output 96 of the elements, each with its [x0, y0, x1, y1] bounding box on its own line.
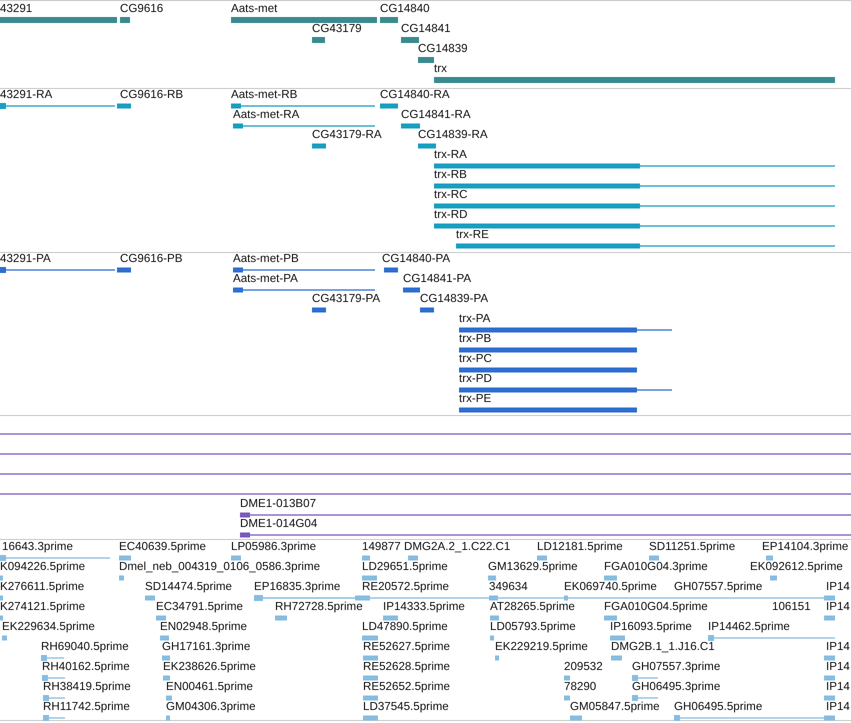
feature-label: CG14839-RA: [418, 128, 488, 142]
feature-label: RE52652.5prime: [363, 680, 450, 694]
feature-label: IP14462.5prime: [708, 620, 790, 634]
feature-label: EP14104.3prime: [762, 540, 848, 554]
feature-label: trx-RB: [434, 168, 467, 182]
feature-label: CG14841-PA: [403, 272, 472, 286]
feature-label: LD12181.5prime: [537, 540, 623, 554]
feature-label: CG14841-RA: [401, 108, 471, 122]
feature-label: CG43179: [312, 22, 362, 36]
feature-label: EP16835.3prime: [254, 580, 340, 594]
feature-label: GH07557.5prime: [674, 580, 762, 594]
feature-label: RH38419.5prime: [43, 680, 131, 694]
feature-label: DMG2B.1_1.J16.C1: [611, 640, 715, 654]
feature-label: RE52628.5prime: [363, 660, 450, 674]
feature-label: CG14840-RA: [380, 88, 450, 102]
feature-label: trx-RC: [434, 188, 468, 202]
feature-label: CG9616-RB: [120, 88, 184, 102]
feature-label: trx-PD: [459, 372, 492, 386]
feature-label: LP05986.3prime: [231, 540, 316, 554]
feature-label: Aats-met: [231, 2, 278, 16]
feature-label: RH72728.5prime: [275, 600, 363, 614]
feature-label: LD29651.5prime: [362, 560, 448, 574]
feature-label: EK238626.5prime: [163, 660, 256, 674]
feature-label: GM13629.5prime: [488, 560, 578, 574]
feature-label: GH06495.5prime: [674, 700, 762, 714]
feature-label: K274121.5prime: [0, 600, 86, 614]
feature-label: GM05847.5prime: [570, 700, 660, 714]
feature-label: CG14839-PA: [420, 292, 488, 306]
feature-label: FGA010G04.3prime: [604, 560, 708, 574]
feature-label: IP16093.5prime: [610, 620, 692, 634]
feature-label: EN00461.5prime: [166, 680, 254, 694]
feature-label: 349634: [489, 580, 528, 594]
feature-label: trx: [434, 62, 447, 76]
feature-label: DME1-014G04: [240, 517, 318, 531]
feature-label: CG43179-RA: [312, 128, 382, 142]
feature-label: CG14841: [401, 22, 451, 36]
feature-label: GH17161.3prime: [162, 640, 250, 654]
feature-label: IP14: [826, 600, 850, 614]
feature-label: 43291: [0, 2, 32, 16]
feature-label: 43291-RA: [0, 88, 52, 102]
feature-label: EN02948.5prime: [160, 620, 248, 634]
feature-label: GH07557.3prime: [632, 660, 720, 674]
feature-label: CG43179-PA: [312, 292, 380, 306]
feature-label: 209532: [564, 660, 603, 674]
feature-label: EK229634.5prime: [2, 620, 95, 634]
feature-label: LD47890.5prime: [362, 620, 448, 634]
feature-label: IP14: [826, 680, 850, 694]
feature-label: CG9616-PB: [120, 252, 183, 266]
feature-label: trx-PC: [459, 352, 492, 366]
feature-label: CG14840: [380, 2, 430, 16]
feature-label: RE52627.5prime: [363, 640, 450, 654]
feature-label: Aats-met-RA: [233, 108, 300, 122]
feature-label: EK229219.5prime: [495, 640, 588, 654]
feature-label: EK069740.5prime: [564, 580, 657, 594]
feature-label: IP14: [826, 700, 850, 714]
feature-label: 43291-PA: [0, 252, 51, 266]
feature-label: IP14: [826, 640, 850, 654]
feature-label: RH40162.5prime: [42, 660, 130, 674]
feature-label: trx-RA: [434, 148, 467, 162]
feature-label: LD05793.5prime: [490, 620, 576, 634]
feature-label: LD37545.5prime: [363, 700, 449, 714]
feature-label: Aats-met-PB: [233, 252, 299, 266]
feature-label: Aats-met-PA: [233, 272, 298, 286]
feature-label: 16643.3prime: [2, 540, 73, 554]
feature-label: 106151: [772, 600, 811, 614]
feature-label: RH69040.5prime: [41, 640, 129, 654]
feature-label: IP14: [826, 580, 850, 594]
feature-label: Aats-met-RB: [231, 88, 298, 102]
feature-label: GM04306.3prime: [166, 700, 256, 714]
feature-label: IP14333.5prime: [383, 600, 465, 614]
feature-label: trx-RD: [434, 208, 468, 222]
feature-label: GH06495.3prime: [632, 680, 720, 694]
feature-label: SD11251.5prime: [649, 540, 736, 554]
feature-label: CG14839: [418, 42, 468, 56]
feature-label: trx-PB: [459, 332, 492, 346]
feature-label: EC40639.5prime: [119, 540, 206, 554]
feature-label: RE20572.5prime: [362, 580, 450, 594]
feature-label: Dmel_neb_004319_0106_0586.3prime: [119, 560, 320, 574]
feature-label: SD14474.5prime: [145, 580, 232, 594]
feature-label: EK092612.5prime: [750, 560, 843, 574]
feature-label: FGA010G04.5prime: [604, 600, 708, 614]
feature-label: 149877: [362, 540, 401, 554]
feature-label: K094226.5prime: [0, 560, 86, 574]
feature-label: IP14: [826, 660, 850, 674]
feature-label: RH11742.5prime: [43, 700, 130, 714]
feature-label: trx-PA: [459, 312, 490, 326]
feature-label: trx-RE: [456, 228, 489, 242]
feature-label: AT28265.5prime: [490, 600, 575, 614]
feature-label: DMG2A.2_1.C22.C1: [404, 540, 510, 554]
feature-label: CG14840-PA: [382, 252, 450, 266]
feature-label: 78290: [564, 680, 596, 694]
feature-label: K276611.5prime: [0, 580, 84, 594]
feature-label: trx-PE: [459, 392, 492, 406]
feature-label: EC34791.5prime: [156, 600, 244, 614]
feature-label: CG9616: [120, 2, 164, 16]
feature-label: DME1-013B07: [240, 497, 316, 511]
